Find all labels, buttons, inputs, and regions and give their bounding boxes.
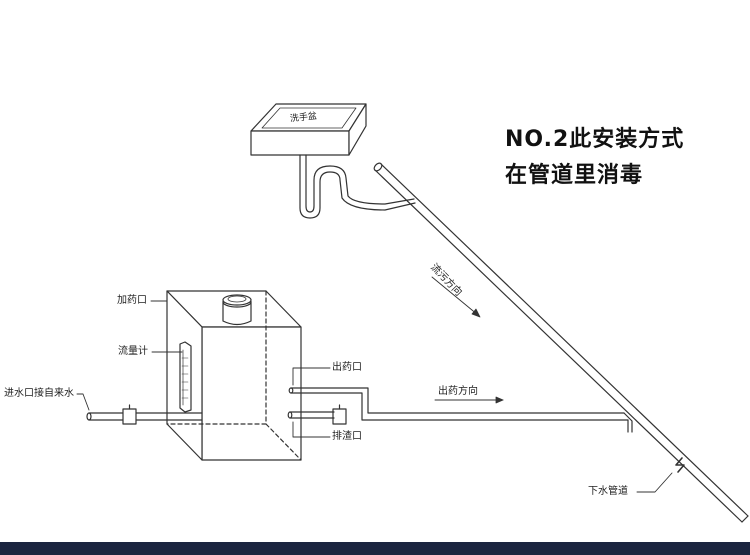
leader-lines <box>76 300 673 493</box>
inlet-pipe <box>86 404 203 425</box>
bottom-bar <box>0 542 750 555</box>
outlet-pipe <box>290 387 633 433</box>
sewage-direction-arrow <box>431 276 479 316</box>
water-inlet-label: 进水口接自来水 <box>4 388 74 399</box>
sewer-pipe <box>373 162 749 523</box>
flow-meter-label: 流量计 <box>118 346 148 357</box>
drain-port-label: 排渣口 <box>332 431 362 442</box>
flow-meter <box>179 341 192 413</box>
title-line-1: NO.2此安装方式 <box>505 127 685 152</box>
medicine-direction-label: 出药方向 <box>438 386 478 397</box>
drain-stub <box>287 387 335 419</box>
sewage-direction-arrowhead <box>471 308 481 318</box>
title-line-2: 在管道里消毒 <box>505 163 644 188</box>
sink-trap <box>299 154 416 219</box>
dosing-port-label: 加药口 <box>117 295 147 306</box>
sink-illustration <box>250 103 367 156</box>
medicine-direction-arrowhead <box>495 396 504 404</box>
pipe-break-symbol <box>675 457 685 473</box>
sewer-pipe-label: 下水管道 <box>588 486 628 497</box>
dosing-cap <box>222 294 252 326</box>
medicine-outlet-label: 出药口 <box>332 362 362 373</box>
